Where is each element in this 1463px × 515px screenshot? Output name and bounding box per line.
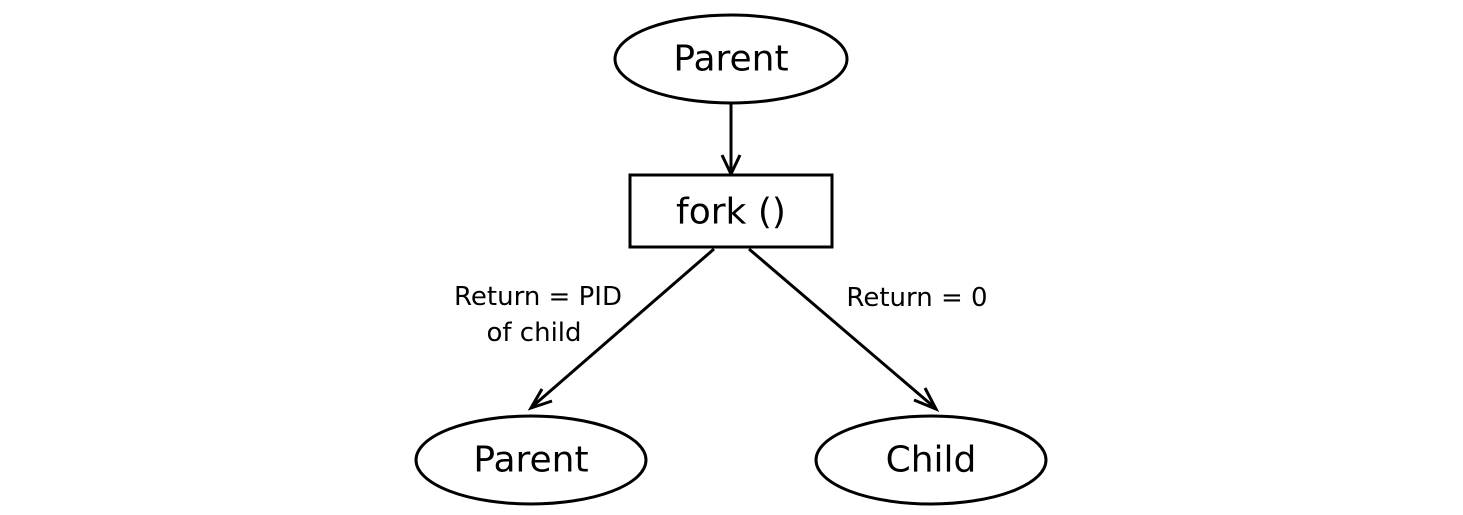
node-child-label: Child [886, 440, 977, 481]
node-fork: fork () [628, 173, 834, 249]
node-parent-bottom: Parent [414, 414, 648, 506]
edge-fork-to-parent [527, 247, 715, 411]
node-fork-label: fork () [676, 192, 786, 233]
edge-fork-to-child [748, 247, 940, 412]
edge-label-of-child: of child [486, 318, 581, 348]
node-parent-bottom-label: Parent [473, 440, 588, 481]
edge-label-return-zero: Return = 0 [846, 283, 987, 313]
node-child: Child [814, 414, 1048, 506]
edge-label-return-pid: Return = PID [454, 282, 622, 312]
edge-parent-to-fork [720, 104, 742, 178]
node-parent-top: Parent [613, 13, 849, 105]
node-parent-top-label: Parent [673, 39, 788, 80]
